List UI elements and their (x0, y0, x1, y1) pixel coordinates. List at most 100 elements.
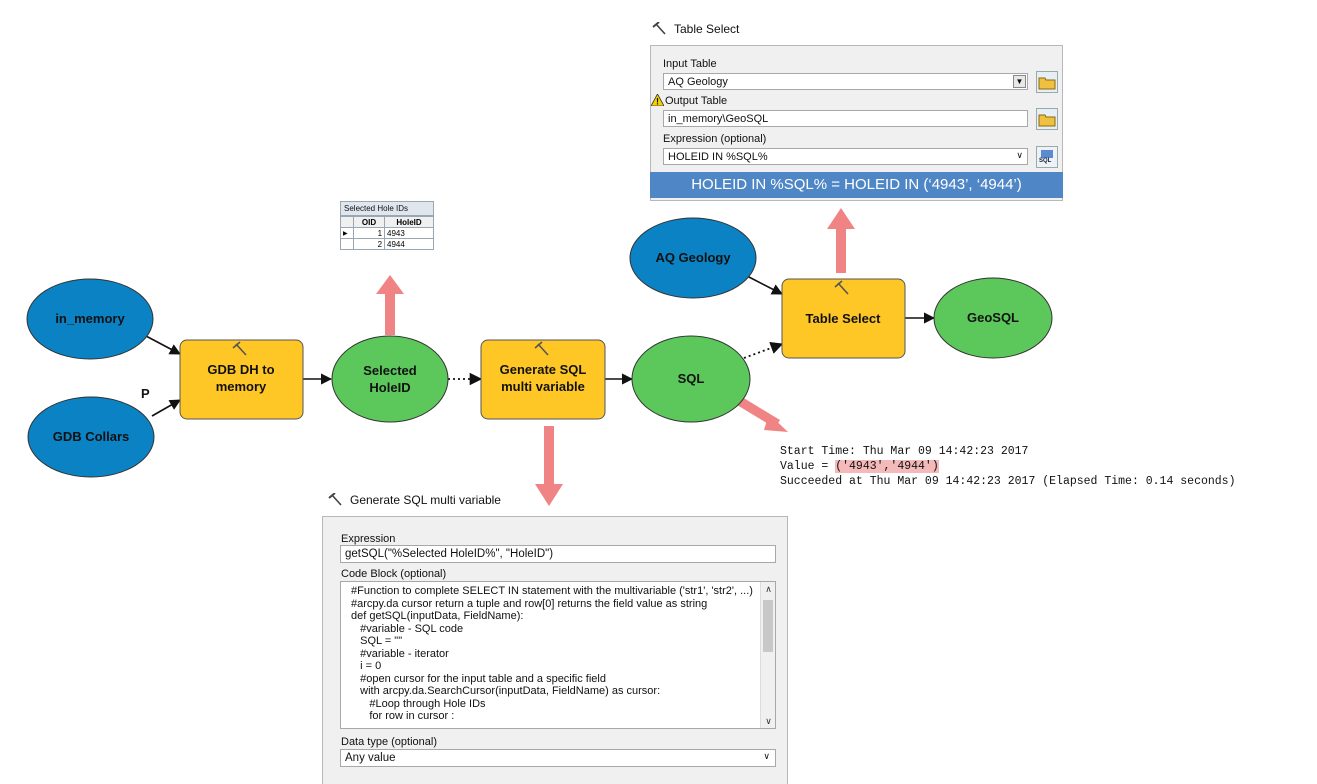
gen-sql-dialog-title: Generate SQL multi variable (328, 493, 501, 507)
table-cell-holeid: 4944 (384, 238, 434, 250)
node-table-select[interactable] (781, 278, 906, 359)
hammer-icon (652, 22, 666, 35)
output-table-field[interactable]: in_memory\GeoSQL (663, 110, 1028, 127)
code-scrollbar[interactable]: ∧ ∨ (760, 582, 775, 728)
log-line-succeeded: Succeeded at Thu Mar 09 14:42:23 2017 (E… (780, 475, 1236, 488)
node-selected-label-1: Selected (363, 363, 417, 378)
row-selector-icon: ▶ (340, 227, 354, 239)
node-gdb-dh-label-1: GDB DH to (207, 362, 274, 377)
data-type-label: Data type (optional) (341, 736, 437, 748)
code-block-label: Code Block (optional) (341, 568, 447, 580)
data-type-value: Any value (345, 752, 396, 764)
input-table-dropdown[interactable]: AQ Geology ▼ (663, 73, 1028, 90)
folder-icon (1038, 77, 1056, 90)
code-line: #variable - iterator (351, 647, 449, 660)
data-type-dropdown[interactable]: Any value ∨ (340, 749, 776, 767)
expression-value: HOLEID IN %SQL% (668, 151, 768, 163)
code-line: def getSQL(inputData, FieldName): (351, 610, 524, 622)
node-gdb-collars-label: GDB Collars (53, 429, 130, 444)
browse-input-button[interactable] (1036, 71, 1058, 93)
expression-banner: HOLEID IN %SQL% = HOLEID IN (‘4943’, ‘49… (650, 172, 1063, 198)
chevron-down-icon[interactable]: ∨ (1016, 150, 1023, 160)
code-lines: #Function to complete SELECT IN statemen… (351, 585, 759, 723)
node-gen-sql-label-1: Generate SQL (500, 362, 587, 377)
precondition-label: P (141, 386, 150, 401)
row-selector-header (340, 216, 354, 228)
code-line: i = 0 (351, 660, 382, 672)
hammer-icon (534, 341, 549, 356)
row-selector (340, 238, 354, 250)
table-row[interactable]: 2 4944 (340, 238, 434, 250)
code-line: #Function to complete SELECT IN statemen… (351, 585, 753, 597)
node-aq-geology[interactable] (629, 217, 757, 299)
scroll-up-icon[interactable]: ∧ (765, 584, 772, 594)
node-generate-sql[interactable] (480, 339, 606, 420)
dropdown-arrow-icon[interactable]: ▼ (1013, 75, 1026, 88)
node-selected-holeid[interactable] (331, 335, 449, 423)
table-select-dialog-title: Table Select (652, 22, 739, 36)
gen-expression-label: Expression (341, 533, 396, 545)
log-line-value: Value = ('4943','4944') (780, 459, 1235, 474)
folder-icon (1038, 114, 1056, 127)
node-sql-label: SQL (678, 371, 705, 386)
code-line: #arcpy.da cursor return a tuple and row[… (351, 597, 708, 610)
node-sql[interactable] (631, 335, 751, 423)
callout-arrow-selected-up (376, 275, 404, 335)
node-geosql[interactable] (933, 277, 1053, 359)
expression-label: Expression (optional) (663, 133, 767, 145)
node-gdb-collars[interactable] (27, 396, 155, 478)
svg-text:!: ! (656, 97, 659, 107)
table-row[interactable]: ▶ 1 4943 (340, 227, 434, 239)
node-table-select-label: Table Select (806, 311, 882, 326)
log-value-highlight: ('4943','4944') (835, 460, 939, 473)
table-cell-oid: 2 (352, 238, 386, 250)
selected-hole-ids-table: Selected Hole IDs OID HoleID ▶ 1 4943 2 … (340, 201, 434, 250)
callout-arrow-tableselect-up (827, 208, 855, 273)
table-cell-holeid: 4943 (384, 227, 434, 239)
hole-table-grid: OID HoleID ▶ 1 4943 2 4944 (340, 216, 434, 250)
callout-arrow-sql-log (737, 397, 788, 432)
connector-sql-tableselect (743, 342, 784, 359)
expression-field[interactable]: HOLEID IN %SQL% ∨ (663, 148, 1028, 165)
browse-output-button[interactable] (1036, 108, 1058, 130)
gen-sql-title-text: Generate SQL multi variable (350, 493, 501, 507)
hole-table-title: Selected Hole IDs (340, 201, 434, 216)
hammer-icon (328, 493, 342, 506)
table-cell-oid: 1 (352, 227, 386, 239)
warning-icon: ! (651, 94, 664, 106)
node-gen-sql-label-2: multi variable (501, 379, 585, 394)
hammer-icon (232, 341, 247, 356)
gen-sql-panel: Expression getSQL("%Selected HoleID%", "… (322, 516, 788, 784)
input-table-label: Input Table (663, 58, 717, 70)
code-line: SQL = "" (351, 635, 403, 647)
sql-button-label: SQL (1039, 158, 1052, 164)
scroll-thumb[interactable] (763, 600, 773, 652)
connector-collars-gdbdh (151, 399, 181, 417)
input-table-value: AQ Geology (668, 76, 728, 88)
code-line: #variable - SQL code (351, 622, 464, 635)
scroll-down-icon[interactable]: ∨ (765, 716, 772, 726)
hammer-icon (834, 280, 849, 295)
node-gdb-dh-label-2: memory (216, 379, 267, 394)
node-gdb-dh-to-memory[interactable] (179, 339, 304, 420)
sql-icon (1041, 150, 1053, 158)
gen-expression-field[interactable]: getSQL("%Selected HoleID%", "HoleID") (340, 545, 776, 563)
node-in-memory[interactable] (26, 278, 154, 360)
code-block-textarea[interactable]: #Function to complete SELECT IN statemen… (340, 581, 776, 729)
code-line: with arcpy.da.SearchCursor(inputData, Fi… (351, 685, 661, 697)
code-line: #open cursor for the input table and a s… (351, 672, 606, 685)
node-in-memory-label: in_memory (55, 311, 125, 326)
log-value-prefix: Value = (780, 460, 836, 473)
sql-builder-button[interactable]: SQL (1036, 146, 1058, 168)
node-selected-label-2: HoleID (369, 380, 410, 395)
column-header-holeid: HoleID (384, 216, 434, 228)
log-output: Start Time: Thu Mar 09 14:42:23 2017 Val… (780, 444, 1235, 489)
code-line: #Loop through Hole IDs (351, 697, 486, 710)
callout-arrow-gensql-down (535, 426, 563, 506)
connector-aqgeology-tableselect (746, 275, 783, 295)
log-line-start: Start Time: Thu Mar 09 14:42:23 2017 (780, 445, 1029, 458)
code-line: for row in cursor : (351, 710, 455, 722)
chevron-down-icon[interactable]: ∨ (763, 751, 770, 761)
node-geosql-label: GeoSQL (967, 310, 1019, 325)
